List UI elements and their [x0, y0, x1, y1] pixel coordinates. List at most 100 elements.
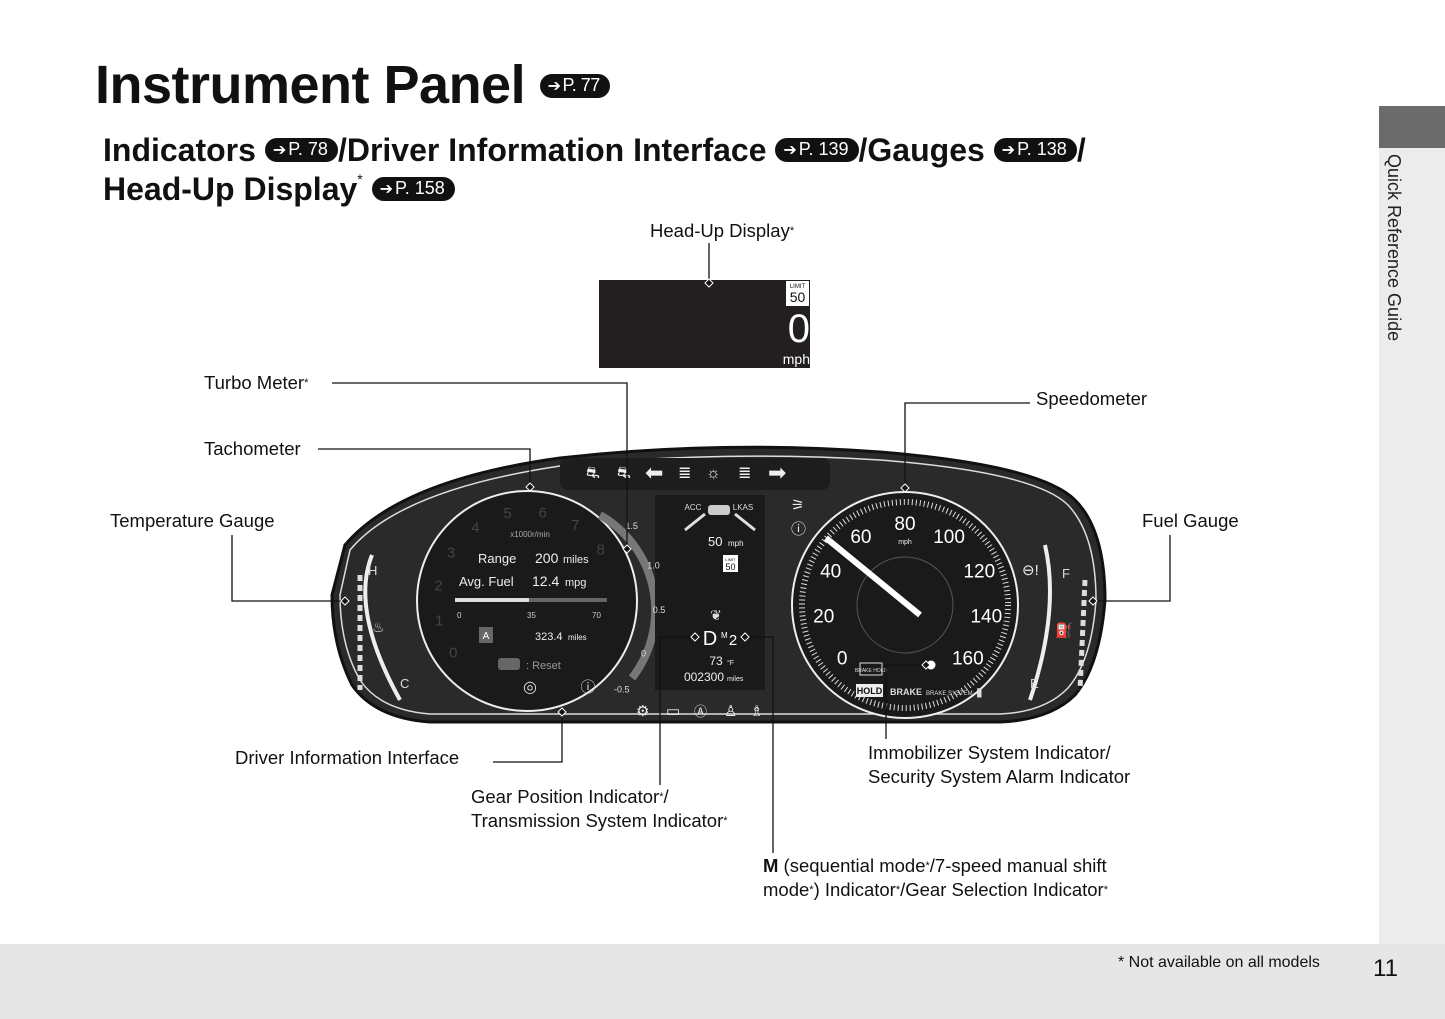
eco-icon: ❦ [710, 607, 722, 623]
tach-tick-label: 7 [571, 517, 579, 534]
brake-indicator: BRAKE [890, 687, 922, 697]
leader-diamond-icon [740, 632, 750, 642]
outside-temp: 73 [709, 654, 723, 668]
label-text: Turbo Meter [204, 372, 305, 393]
speed-tick-label: 100 [933, 527, 965, 548]
range-label: Range [478, 551, 516, 566]
coolant-temp-icon: ♨ [372, 619, 385, 635]
subheading-text: /Gauges [858, 132, 985, 168]
label-turbo-meter: Turbo Meter* [204, 371, 308, 395]
speed-tick-label: 20 [813, 607, 834, 628]
page-ref-link[interactable]: ➔P. 77 [539, 73, 610, 98]
parking-light-icon: ☼ [706, 465, 721, 482]
page-title: Instrument Panel ➔P. 77 [95, 54, 610, 116]
leader-diamond-icon [525, 482, 535, 492]
brake-system-indicator: BRAKE SYSTEM [926, 691, 973, 697]
speed-tick-label: 0 [837, 649, 848, 670]
page-ref-text: P. 158 [395, 177, 445, 198]
speed-tick-label: 120 [963, 561, 995, 582]
label-immobilizer-indicator: Immobilizer System Indicator/Security Sy… [868, 741, 1130, 789]
subheading-text: Head-Up Display [103, 171, 358, 207]
fuel-full-label: F [1062, 566, 1070, 581]
turn-right-icon: ➡ [768, 460, 786, 485]
gear-number: 2 [729, 632, 737, 649]
page-ref-link[interactable]: ➔P. 158 [371, 176, 455, 201]
brake-hold-icon: BRAKE HOLD [855, 668, 888, 674]
tach-tick-label: 0 [449, 645, 457, 662]
steering-warning-icon: ⊖! [1022, 562, 1039, 579]
label-driver-information-interface: Driver Information Interface [235, 747, 460, 768]
leader-diamond-icon [900, 483, 910, 493]
tpms-icon: ⓘ [791, 521, 806, 538]
hold-indicator: HOLD [857, 686, 883, 696]
trip-value: 323.4 [535, 631, 563, 643]
fuel-empty-label: E [1030, 676, 1039, 691]
turbo-tick-label: 0.5 [653, 605, 666, 615]
immobilizer-indicator [926, 660, 936, 670]
page-ref-link[interactable]: ➔P. 139 [775, 137, 859, 162]
footnote-star: * [723, 815, 728, 827]
arrow-icon: ➔ [379, 180, 394, 198]
car-ahead-icon [708, 505, 730, 515]
subheading-text: Indicators [103, 132, 256, 168]
battery-icon: ▭ [666, 703, 680, 720]
label-text: Transmission System Indicator [471, 810, 724, 831]
acc-set-unit: mph [728, 539, 744, 548]
speed-tick-label: 80 [894, 514, 915, 535]
head-up-display: LIMIT 50 0 mph [599, 280, 810, 368]
arrow-icon: ➔ [547, 77, 561, 95]
gear-position: D [703, 628, 717, 650]
page-ref-link[interactable]: ➔P. 78 [264, 137, 338, 162]
odometer: 002300 [684, 670, 724, 684]
arrow-icon: ➔ [272, 141, 287, 159]
outside-temp-unit: °F [727, 659, 734, 667]
footer-band [0, 944, 1445, 1019]
auto-high-beam-icon: ≣ [678, 465, 691, 482]
page-ref-text: P. 78 [288, 138, 328, 159]
avg-fuel-unit: mpg [565, 577, 586, 589]
sidebar-tab-marker [1379, 106, 1445, 148]
sidebar-strip [1379, 106, 1445, 944]
acc-label: ACC [685, 503, 702, 512]
label-m-indicator: M (sequential mode*/7-speed manual shift… [763, 854, 1108, 902]
leader-lines [231, 243, 1171, 853]
acc-set-speed: 50 [708, 534, 722, 549]
footnote-star: * [809, 884, 814, 896]
reset-label: : Reset [526, 660, 561, 672]
steering-button-icon [498, 658, 520, 670]
speed-needle [824, 535, 922, 618]
range-unit: miles [563, 554, 589, 566]
speed-tick-label: 60 [850, 527, 871, 548]
footnote-star: * [357, 171, 363, 187]
hud-speed: 0 [788, 307, 810, 351]
footnote-star: * [1103, 884, 1108, 896]
subheading-text: /Driver Information Interface [337, 132, 767, 168]
indicator-row-bottom: ⚙ ▭ Ⓐ ♙ ♗ ⚞ ⓘ ⊖! [636, 497, 1039, 720]
label-gear-position-indicator: Gear Position Indicator*/Transmission Sy… [471, 785, 728, 833]
label-text: mode [763, 879, 810, 900]
page-ref-link[interactable]: ➔P. 138 [993, 137, 1077, 162]
arrow-icon: ➔ [783, 141, 797, 159]
speed-tick-label: 140 [970, 607, 1002, 628]
speed-tick-label: 160 [952, 649, 984, 670]
limit-value: 50 [725, 562, 735, 572]
lkas-label: LKAS [733, 503, 753, 512]
footnote-star: * [925, 860, 930, 872]
check-engine-icon: ⚙ [636, 703, 649, 720]
label-temperature-gauge: Temperature Gauge [110, 510, 275, 531]
turn-left-icon: ⬅ [645, 460, 663, 485]
page-ref-text: P. 139 [798, 138, 849, 159]
label-text: Security System Alarm Indicator [868, 766, 1131, 787]
sidebar-section-label[interactable]: Quick Reference Guide [1384, 154, 1404, 342]
hud-unit: mph [783, 351, 810, 367]
leader-diamonds [340, 278, 1098, 717]
high-beam-icon: ≣ [738, 465, 751, 482]
vsa-icon: ⛐ [586, 465, 600, 482]
leader-diamond-icon [340, 596, 350, 606]
seatbelt-icon: ♙ [724, 703, 737, 720]
shift-mode: M [721, 631, 728, 640]
lane-lines-icon [684, 512, 756, 532]
temp-hot-label: H [368, 563, 377, 578]
bar-tick: 70 [592, 611, 601, 620]
